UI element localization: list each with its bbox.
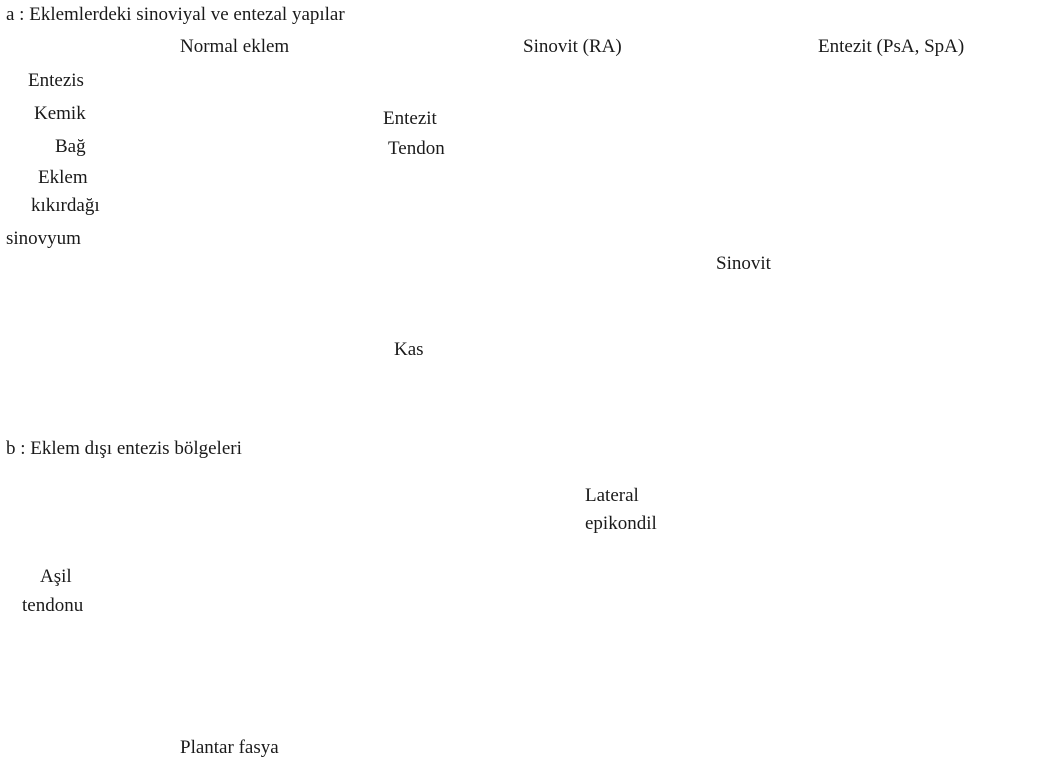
label-sinovit: Sinovit — [716, 253, 771, 275]
forearm-bone — [545, 625, 755, 672]
label-asil-1: Aşil — [40, 566, 72, 588]
spine-vertebra-2 — [815, 558, 1020, 611]
label-plantar-fasya: Plantar fasya — [180, 737, 279, 759]
label-kas: Kas — [394, 339, 424, 361]
arm-skin — [410, 478, 755, 713]
inflamed-synovium-right — [660, 130, 692, 268]
label-sinovyum: sinovyum — [6, 228, 81, 250]
enthesis-circle-plantar — [135, 666, 175, 706]
muscle — [316, 311, 362, 392]
joint-capsule — [124, 62, 182, 392]
cartilage-lower — [162, 241, 345, 272]
achilles-muscle — [110, 478, 130, 585]
cartilage-upper — [168, 188, 332, 202]
spine-disc-1 — [890, 540, 1020, 560]
panel-title-normal: Normal eklem — [180, 36, 289, 58]
section-a-heading: a : Eklemlerdeki sinoviyal ve entezal ya… — [6, 4, 345, 26]
joint-synovitis — [462, 62, 710, 392]
foot-illustration — [58, 478, 470, 735]
label-lateral-1: Lateral — [585, 485, 639, 507]
label-asil-2: tendonu — [22, 595, 83, 617]
label-bag: Bağ — [55, 136, 86, 158]
inflamed-synovium-left — [478, 130, 510, 268]
panel-title-synovitis: Sinovit (RA) — [523, 36, 622, 58]
label-kemik: Kemik — [34, 103, 86, 125]
bone-upper — [165, 62, 333, 203]
label-entezis: Entezis — [28, 70, 84, 92]
spine-vertebra-4 — [815, 699, 1020, 735]
section-b-heading: b : Eklem dışı entezis bölgeleri — [6, 438, 242, 460]
humerus — [455, 478, 576, 655]
spine-vertebra-1 — [820, 479, 1000, 540]
enthesis-inflammation-tl — [842, 74, 850, 98]
label-eklem-kikirdagi-2: kıkırdağı — [31, 195, 100, 217]
skin-region — [128, 62, 376, 392]
bone-lower — [160, 240, 345, 392]
spine-disc-3 — [890, 682, 1020, 700]
spine-illustration — [815, 479, 1020, 735]
panel-title-enthesitis: Entezit (PsA, SpA) — [818, 36, 964, 58]
enthesis-circle-spine-upper — [979, 528, 1013, 562]
joint-normal — [124, 62, 375, 392]
spine-disc-2 — [890, 612, 1020, 630]
forearm-muscle — [580, 592, 755, 660]
enthesis-circle-achilles — [98, 621, 138, 661]
plantar-fascia — [140, 680, 362, 698]
enthesis-circle-lateral-epicondyle — [534, 600, 576, 642]
tibia — [160, 478, 222, 584]
enthesis-inflammation-tr — [968, 74, 976, 98]
label-tendon: Tendon — [388, 138, 445, 160]
label-eklem-kikirdagi-1: Eklem — [38, 167, 88, 189]
enthesis-circle-spine-lower — [981, 575, 1015, 609]
foot-skin — [100, 478, 470, 713]
achilles-tendon — [110, 575, 127, 640]
joint-enthesitis — [792, 62, 1037, 392]
elbow-illustration — [410, 478, 755, 713]
enthesis-inflammation-bl — [845, 340, 853, 368]
label-lateral-2: epikondil — [585, 513, 657, 535]
synovial-cavity — [165, 185, 345, 260]
tarsal-bones — [125, 582, 460, 692]
spine-vertebra-3 — [815, 629, 1020, 680]
label-entezit: Entezit — [383, 108, 437, 130]
